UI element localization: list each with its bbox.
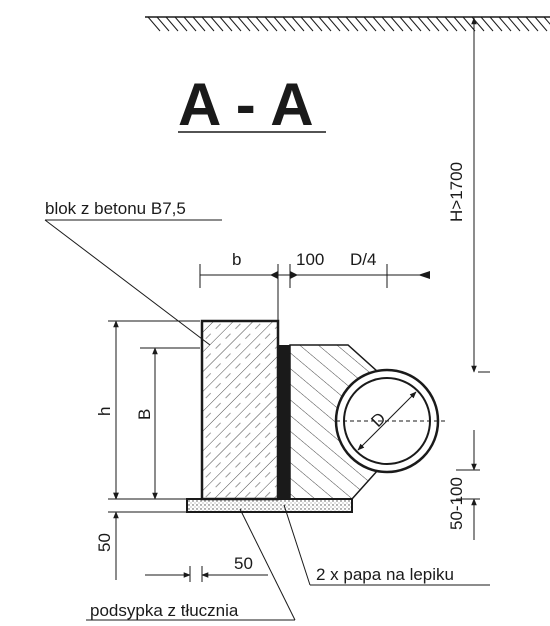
ground-hatch-stroke: [156, 16, 170, 32]
section-title: A - A: [178, 71, 314, 138]
felt-layer: [278, 345, 290, 499]
pipe: D: [334, 368, 448, 474]
ground-hatch-stroke: [435, 16, 449, 32]
ground-hatch-stroke: [327, 16, 341, 32]
felt-label: 2 x papa na lepiku: [316, 565, 454, 584]
height-total-label: H>1700: [447, 162, 466, 222]
dim-50-bottom-label: 50: [234, 554, 253, 573]
ground-hatch-stroke: [480, 16, 494, 32]
ground-hatch-stroke: [147, 16, 161, 32]
concrete-block: [200, 319, 280, 501]
ground-hatch-stroke: [345, 16, 359, 32]
dim-B-label: B: [135, 409, 154, 420]
ground-hatch-stroke: [201, 16, 215, 32]
dim-B: B: [135, 347, 200, 500]
ground-hatch-stroke: [390, 16, 404, 32]
block-material-label: blok z betonu B7,5: [45, 199, 186, 218]
ground-hatch-stroke: [498, 16, 512, 32]
ground-hatch-stroke: [453, 16, 467, 32]
ground-hatch-stroke: [489, 16, 503, 32]
dim-top-chain: b 100 D/4: [199, 250, 430, 320]
ground-hatch-stroke: [543, 16, 550, 25]
ground-hatch-stroke: [219, 16, 233, 32]
dim-50-100: 50-100: [447, 430, 480, 540]
ground-hatch-stroke: [309, 16, 323, 32]
ground-hatch-stroke: [246, 16, 260, 32]
ground-surface: [145, 16, 550, 32]
dim-100-label: 100: [296, 250, 324, 269]
ground-hatch-stroke: [408, 16, 422, 32]
ground-hatch-stroke: [417, 16, 431, 32]
ground-hatch-stroke: [282, 16, 296, 32]
ground-hatch-stroke: [228, 16, 242, 32]
ground-hatch-stroke: [336, 16, 350, 32]
dim-50-bottom: 50: [145, 554, 268, 582]
dim-height-total: H>1700: [447, 17, 490, 373]
gravel-bedding: [186, 498, 353, 513]
dim-h-label: h: [95, 407, 114, 416]
ground-hatch-stroke: [426, 16, 440, 32]
ground-hatch-stroke: [300, 16, 314, 32]
ground-hatch-stroke: [507, 16, 521, 32]
ground-hatch-stroke: [291, 16, 305, 32]
ground-hatch-stroke: [273, 16, 287, 32]
ground-hatch-stroke: [372, 16, 386, 32]
ground-hatch-stroke: [255, 16, 269, 32]
ground-hatch-stroke: [165, 16, 179, 32]
ground-hatch-stroke: [516, 16, 530, 32]
ground-hatch-stroke: [363, 16, 377, 32]
ground-hatch-stroke: [444, 16, 458, 32]
ground-hatch-stroke: [399, 16, 413, 32]
dim-50-100-label: 50-100: [447, 477, 466, 530]
ground-hatch-stroke: [237, 16, 251, 32]
ground-hatch-stroke: [174, 16, 188, 32]
dim-d4-label: D/4: [350, 250, 376, 269]
dim-b-label: b: [232, 250, 241, 269]
ground-hatch-stroke: [264, 16, 278, 32]
dim-h: h: [95, 320, 200, 500]
bedding-callout: podsypka z tłucznia: [86, 508, 296, 621]
block-material-callout: blok z betonu B7,5: [44, 199, 222, 346]
ground-hatch-stroke: [534, 16, 548, 32]
ground-hatch-stroke: [381, 16, 395, 32]
ground-hatch-stroke: [210, 16, 224, 32]
ground-hatch-stroke: [318, 16, 332, 32]
ground-hatch-stroke: [525, 16, 539, 32]
ground-hatch-stroke: [192, 16, 206, 32]
dim-50-left: 50: [95, 480, 186, 580]
bedding-label: podsypka z tłucznia: [90, 601, 239, 620]
dim-50-left-label: 50: [95, 533, 114, 552]
felt-callout: 2 x papa na lepiku: [283, 504, 490, 586]
ground-hatch-stroke: [183, 16, 197, 32]
ground-hatch-stroke: [354, 16, 368, 32]
